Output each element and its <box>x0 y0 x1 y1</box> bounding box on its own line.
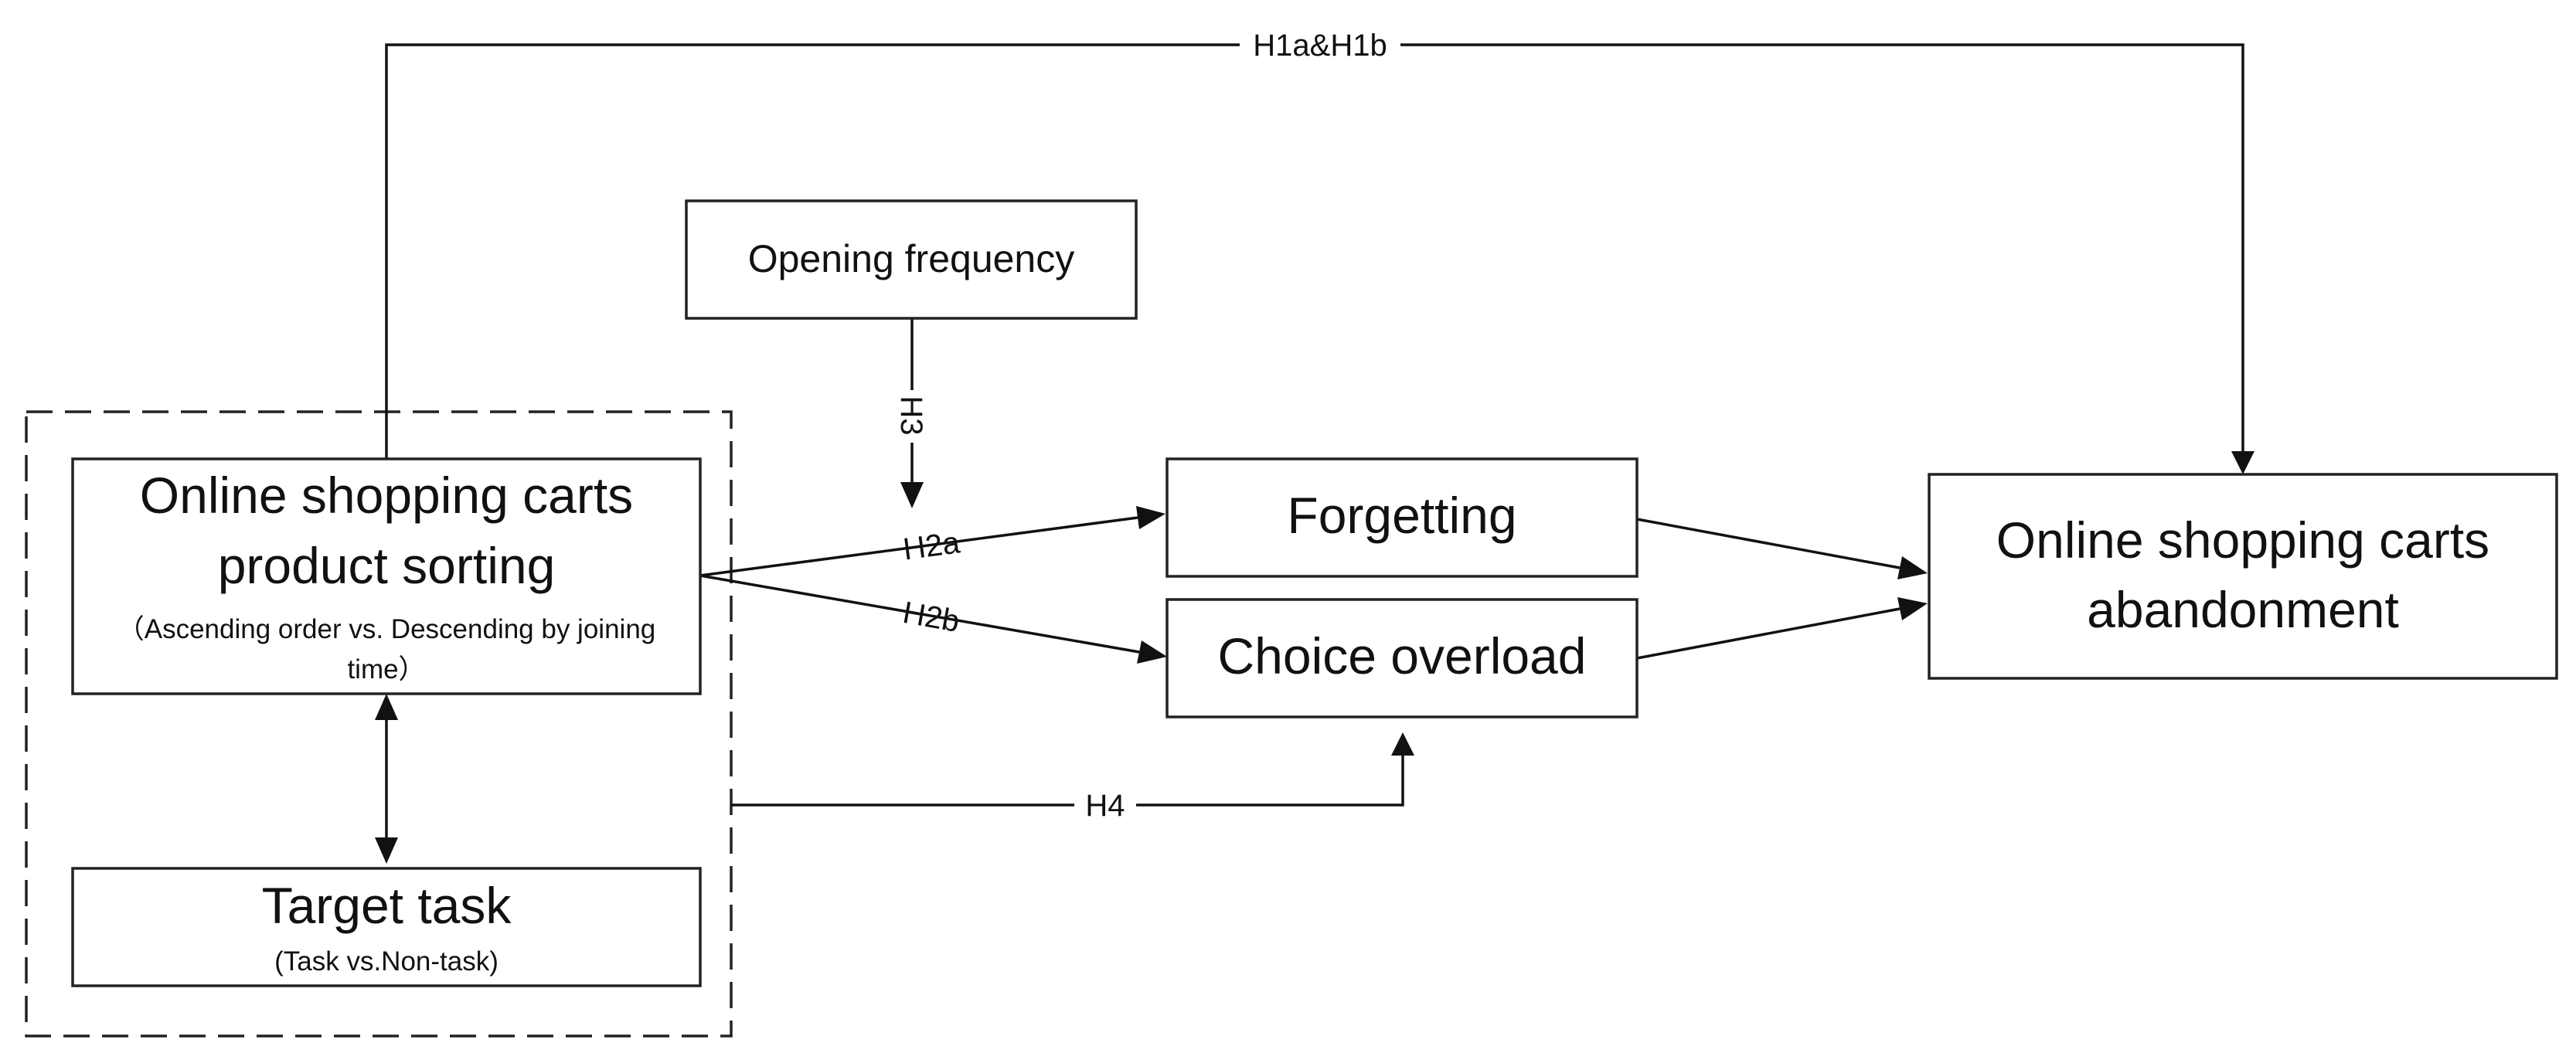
forgetting-title: Forgetting <box>1287 487 1516 544</box>
product-sorting-note-line2: time） <box>347 654 425 684</box>
h1-arrowhead <box>2231 451 2254 474</box>
hypothesis-labels: H1a&H1b H2a H2b H3 H4 <box>894 28 1400 823</box>
opening-frequency-title: Opening frequency <box>748 237 1075 280</box>
sorting-task-arrowhead-up <box>375 694 398 720</box>
sorting-task-arrowhead-down <box>375 837 398 864</box>
h3-arrowhead <box>900 482 924 508</box>
h2a-path <box>699 516 1138 577</box>
node-forgetting: Forgetting <box>1165 457 1638 578</box>
h1-path <box>385 43 2244 459</box>
h2a-label: H2a <box>901 525 962 566</box>
node-target-task: Target task (Task vs.Non-task) <box>71 867 702 987</box>
h3-label: H3 <box>894 396 928 435</box>
cart-abandonment-title-line2: abandonment <box>2087 581 2399 638</box>
product-sorting-title-line1: Online shopping carts <box>140 467 633 524</box>
product-sorting-note-line1: （Ascending order vs. Descending by joini… <box>117 614 656 644</box>
h2a-arrowhead <box>1136 506 1165 529</box>
node-choice-overload: Choice overload <box>1165 598 1638 718</box>
h2b-path <box>699 574 1140 654</box>
overload-to-abandonment-path <box>1636 607 1901 660</box>
h2b-arrowhead <box>1137 640 1167 664</box>
independent-variables-group <box>25 410 733 1038</box>
cart-abandonment-title-line1: Online shopping carts <box>1996 511 2489 569</box>
h4-label: H4 <box>1085 789 1125 823</box>
h1-label: H1a&H1b <box>1253 29 1387 63</box>
product-sorting-title-line2: product sorting <box>218 537 556 594</box>
choice-overload-title: Choice overload <box>1218 627 1587 684</box>
forgetting-to-abandonment-path <box>1636 518 1901 569</box>
overload-arrowhead <box>1897 597 1928 620</box>
node-opening-frequency: Opening frequency <box>685 199 1138 320</box>
target-task-title: Target task <box>262 877 512 934</box>
h2b-label: H2b <box>900 596 962 639</box>
node-cart-abandonment: Online shopping carts abandonment <box>1928 473 2558 680</box>
target-task-note: (Task vs.Non-task) <box>274 946 499 977</box>
connectors <box>375 43 2254 864</box>
forgetting-arrowhead <box>1897 556 1928 579</box>
h4-path <box>731 756 1404 807</box>
node-product-sorting: Online shopping carts product sorting （A… <box>71 457 702 695</box>
h4-arrowhead <box>1391 732 1414 756</box>
